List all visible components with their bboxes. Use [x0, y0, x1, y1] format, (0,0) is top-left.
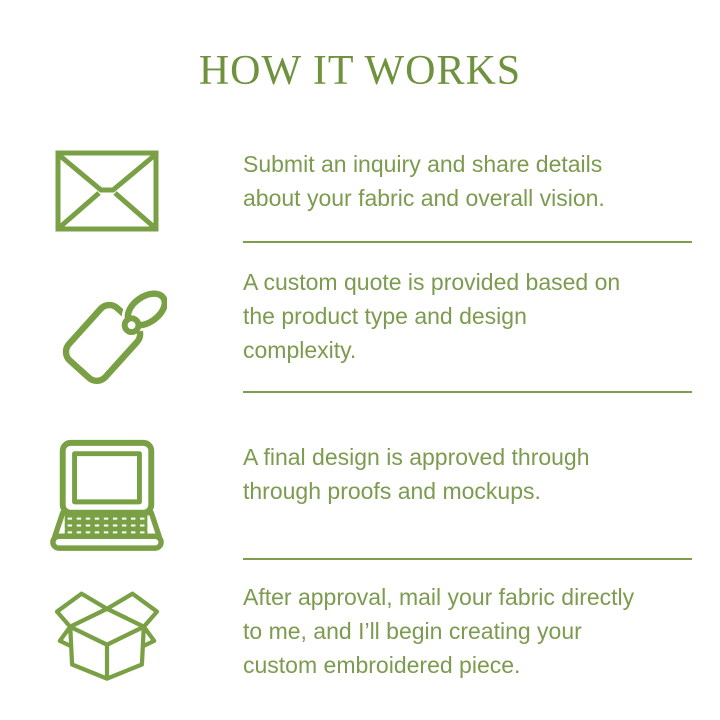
open-box-icon — [54, 591, 160, 681]
step-text-line: custom embroidered piece. — [243, 652, 521, 678]
step-divider — [243, 241, 692, 243]
price-tag-icon — [62, 287, 167, 384]
step-text-line: the product type and design — [243, 303, 527, 329]
step-text-line: Submit an inquiry and share details — [243, 151, 603, 177]
envelope-icon — [55, 150, 159, 232]
step-divider — [243, 391, 692, 393]
laptop-icon — [50, 439, 164, 551]
step-4-icon-cell — [47, 589, 167, 689]
step-text-line: to me, and I’ll begin creating your — [243, 618, 582, 644]
step-4-text: After approval, mail your fabric directl… — [243, 580, 634, 682]
step-text-line: about your fabric and overall vision. — [243, 185, 605, 211]
step-text-line: through proofs and mockups. — [243, 478, 541, 504]
step-3-text: A final design is approved through throu… — [243, 440, 590, 508]
step-text-line: After approval, mail your fabric directl… — [243, 584, 635, 610]
step-2-icon-cell — [47, 280, 167, 396]
step-1-text: Submit an inquiry and share details abou… — [243, 147, 605, 215]
step-3-icon-cell — [47, 435, 167, 555]
step-1-icon-cell — [47, 150, 167, 232]
step-2-text: A custom quote is provided based on the … — [243, 265, 620, 367]
step-text-line: A final design is approved through — [243, 444, 590, 470]
page-title: HOW IT WORKS — [198, 48, 522, 94]
step-divider — [243, 558, 692, 560]
step-text-line: complexity. — [243, 337, 357, 363]
step-text-line: A custom quote is provided based on — [243, 269, 621, 295]
